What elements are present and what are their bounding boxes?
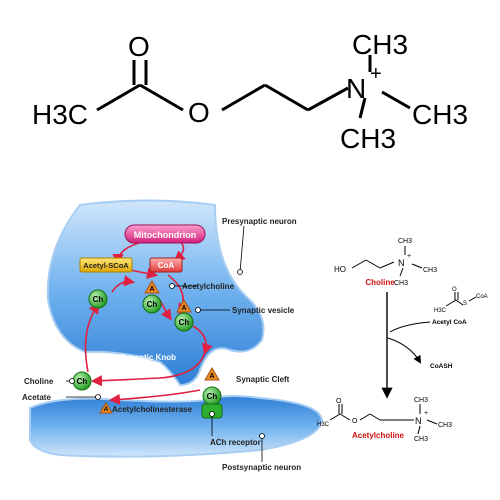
acetate-marker: A [204,367,220,381]
synaptic-knob-label: Synaptic Knob [120,353,176,362]
ach-small-ester-o: O [352,418,358,425]
carbonyl-o-label: O [128,31,150,62]
presynaptic-neuron-label: Presynaptic neuron [222,217,297,226]
acetylcholinesterase-label: Acetylcholinesterase [112,405,193,414]
synapse-diagram: Mitochondrion Acetyl-SCoA CoA Ch Ch Ch C… [22,199,324,472]
svg-text:A: A [181,305,186,312]
choline-ch3-top: CH3 [398,238,412,245]
choline-ch3-right: CH3 [423,267,437,274]
coash-label: CoASH [430,363,453,370]
choline-molecule: Ch [142,294,162,314]
ach-small-ch3-bottom: CH3 [414,436,428,443]
acetate-marker: A [176,299,192,313]
ach-small-charge: + [424,410,428,417]
acetyl-coa-s: S [463,301,467,307]
acetyl-coa-h3c: H3C [434,308,447,314]
choline-n-charge: + [407,253,411,260]
postsynaptic-neuron-label: Postsynaptic neuron [222,463,301,472]
acetylcholine-name: Acetylcholine [352,431,405,440]
svg-text:Ch: Ch [179,318,190,327]
acetyl-coa-o: O [452,287,457,293]
ch3-bottom-label: CH3 [340,123,396,154]
choline-molecule: Ch [88,289,108,309]
svg-text:A: A [104,406,109,413]
acetate-label: Acetate [22,393,51,402]
nitrogen-charge: + [370,63,382,85]
choline-molecule: Ch [202,386,222,406]
ho-label: HO [334,265,346,274]
choline-name: Choline [365,278,395,287]
acetyl-coa-coa: CoA [476,294,488,300]
acetate-marker: A [144,280,160,294]
acetyl-coa-label: Acetyl CoA [432,319,467,326]
acetylcholine-structure [96,55,411,119]
choline-label: Choline [24,377,54,386]
svg-text:Ch: Ch [77,377,88,386]
mitochondrion-shape [124,224,206,244]
coa-box [149,257,183,273]
h3c-label: H3C [32,99,88,130]
ach-small-n: N [415,416,422,426]
choline-molecule: Ch [174,312,194,332]
ach-receptor-label: ACh receptor [210,438,261,447]
acetyl-scoa-label: Acetyl-SCoA [83,261,129,270]
svg-text:Ch: Ch [147,300,158,309]
ach-small-h3c: H3C [317,422,330,428]
svg-text:Ch: Ch [207,392,218,401]
acetylcholine-label: Acetylcholine [182,282,235,291]
coa-label: CoA [158,261,175,270]
acetyl-scoa-box [79,257,133,273]
svg-text:Ch: Ch [93,295,104,304]
choline-ch3-bottom: CH3 [394,280,408,287]
choline-molecule: Ch [72,371,92,391]
ach-small-ch3-top: CH3 [414,397,428,404]
svg-text:A: A [149,286,154,293]
ch3-top-label: CH3 [352,29,408,60]
ch3-right-label: CH3 [412,99,468,130]
ach-small-ch3-right: CH3 [438,422,452,429]
mitochondrion-label: Mitochondrion [134,230,197,240]
svg-text:A: A [209,373,214,380]
acetyl-coa-input-arrow [389,321,431,333]
synaptic-cleft-label: Synaptic Cleft [236,375,290,384]
reaction-scheme: HO N + CH3 CH3 CH3 Choline O H3C S CoA A… [317,238,488,443]
synaptic-vesicle-label: Synaptic vesicle [232,306,295,315]
nitrogen-label: N [346,73,366,104]
ach-small-o: O [336,398,342,405]
choline-n-label: N [398,258,405,268]
acetate-marker: A [99,402,113,414]
coash-release-arrow [387,337,422,364]
ester-o-label: O [188,97,210,128]
